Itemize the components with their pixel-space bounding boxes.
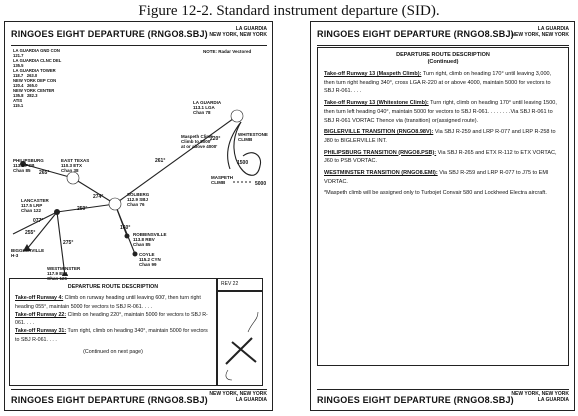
footer-location-2: NEW YORK, NEW YORK LA GUARDIA [511, 391, 569, 403]
chart-footer-2: RINGOES EIGHT DEPARTURE (RNGO8.SBJ) NEW … [317, 389, 569, 408]
chart-header-2: RINGOES EIGHT DEPARTURE (RNGO8.SBJ) LA G… [317, 25, 569, 46]
label-coyle: COYLE 115.2 CYN Chan 99 [139, 252, 161, 267]
radial-259: 259° [77, 206, 87, 212]
label-whitestone: WHITESTONE CLIMB [238, 132, 268, 142]
route-line-lrp-sbj [56, 203, 116, 213]
emi-vortac-icon [62, 273, 68, 276]
airport-inset [217, 291, 263, 386]
sid-chart-page-1: RINGOES EIGHT DEPARTURE (RNGO8.SBJ) LA G… [4, 21, 273, 411]
desc-runway-4: Take-off Runway 4: Climb on runway headi… [15, 295, 201, 310]
desc2-maspeth: Take-off Runway 13 (Maspeth Climb): Turn… [324, 71, 552, 95]
footer-location: NEW YORK, NEW YORK LA GUARDIA [209, 391, 267, 403]
lrp-vortac-icon [54, 209, 60, 215]
radial-274: 274° [93, 194, 103, 200]
radial-265: 265° [39, 170, 49, 176]
chart-title-2: RINGOES EIGHT DEPARTURE (RNGO8.SBJ) [317, 29, 514, 39]
departure-route-description: DEPARTURE ROUTE DESCRIPTION Take-off Run… [9, 278, 217, 386]
route-line-lrp-emi [56, 211, 66, 276]
desc2-maspeth-note: *Maspeth climb will be assigned only to … [324, 190, 547, 197]
desc2-philipsburg: PHILIPSBURG TRANSITION (RNGO8.PSB): Via … [324, 149, 557, 165]
chart-header: RINGOES EIGHT DEPARTURE (RNGO8.SBJ) LA G… [11, 25, 267, 46]
desc-continued: (Continued on next page) [83, 349, 143, 356]
desc-runway-22: Take-off Runway 22: Climb on heading 220… [15, 311, 208, 327]
route-line-lrp-west [12, 211, 58, 235]
radar-note: NOTE: Radar Vectored [203, 49, 252, 54]
chart-footer: RINGOES EIGHT DEPARTURE (RNGO8.SBJ) NEW … [11, 389, 267, 408]
sid-chart-page-2: RINGOES EIGHT DEPARTURE (RNGO8.SBJ) LA G… [310, 21, 575, 411]
altitude-5000: 5000 [255, 181, 266, 187]
radial-261: 261° [155, 158, 165, 164]
footer-title-2: RINGOES EIGHT DEPARTURE (RNGO8.SBJ) [317, 395, 514, 405]
departure-route-map: 261° 274° 259° 265° 220° 077° 160° 275° … [12, 109, 266, 276]
route-line-lrp-biggler [26, 211, 58, 250]
chart-title: RINGOES EIGHT DEPARTURE (RNGO8.SBJ) [11, 29, 208, 39]
label-solberg: SOLBERG 112.9 SBJ Chan 76 [127, 192, 150, 207]
whitestone-climb-path [227, 121, 242, 170]
label-bigglerville: BIGGLERVILLE H-3 [11, 248, 45, 258]
label-philipsburg: PHILIPSBURG 113.8 PSB Chan 85 [13, 158, 44, 173]
label-maspeth-note: Maspeth Climb Climb to 5000' at or above… [181, 134, 218, 149]
radial-255: 255° [25, 230, 35, 236]
altitude-1500: 1500 [237, 160, 248, 166]
chart-location: LA GUARDIA NEW YORK, NEW YORK [209, 26, 267, 38]
desc2-bigglerville: BIGLERVILLE TRANSITION (RNGO8.98V): Via … [324, 129, 556, 144]
route-line-etx-sbj [72, 177, 116, 205]
desc2-heading: DEPARTURE ROUTE DESCRIPTION (Continued) [396, 52, 490, 65]
runway-diagram-icon [225, 311, 259, 381]
desc-runway-31: Take-off Runway 31: Turn right, climb on… [15, 328, 208, 343]
cyn-vortac-icon [132, 251, 138, 257]
desc2-westminster: WESTMINSTER TRANSITION (RNGO8.EMI): Via … [324, 170, 549, 185]
biggler-intersection-icon [23, 244, 31, 251]
rbv-vortac-icon [124, 233, 130, 239]
footer-title: RINGOES EIGHT DEPARTURE (RNGO8.SBJ) [11, 395, 208, 405]
frequency-block: LA GUARDIA GND CON 121.7 LA GUARDIA CLNC… [13, 48, 62, 108]
desc-heading: DEPARTURE ROUTE DESCRIPTION [67, 284, 159, 290]
label-robbinsville: ROBBINSVILLE 113.8 RBV Chan 85 [133, 232, 167, 247]
psb-vortac-icon [20, 161, 26, 167]
revision-box: REV 22 [217, 278, 263, 291]
radial-220: 220° [210, 136, 220, 142]
route-line-psb-etx [22, 163, 74, 179]
desc2-whitestone: Take-off Runway 13 (Whitestone Climb): T… [324, 100, 557, 124]
chart-location-2: LA GUARDIA NEW YORK, NEW YORK [511, 26, 569, 38]
maspeth-climb-path [233, 121, 262, 176]
label-la-guardia: LA GUARDIA 113.1 LGA Chan 78 [193, 100, 222, 115]
radial-077: 077° [33, 218, 43, 224]
route-line-sbj-lga [114, 115, 238, 205]
route-line-cyn [114, 203, 136, 255]
label-east-texas: EAST TEXAS 110.3 ETX Chan 38 [61, 158, 90, 173]
label-lancaster: LANCASTER 117.5 LRP Chan 122 [21, 198, 49, 213]
radial-275: 275° [63, 240, 73, 246]
figure-caption: Figure 12-2. Standard instrument departu… [138, 3, 440, 19]
radial-160: 160° [120, 225, 130, 231]
route-description-continued: DEPARTURE ROUTE DESCRIPTION (Continued) … [317, 47, 569, 366]
label-maspeth: MASPETH CLIMB [211, 175, 234, 185]
